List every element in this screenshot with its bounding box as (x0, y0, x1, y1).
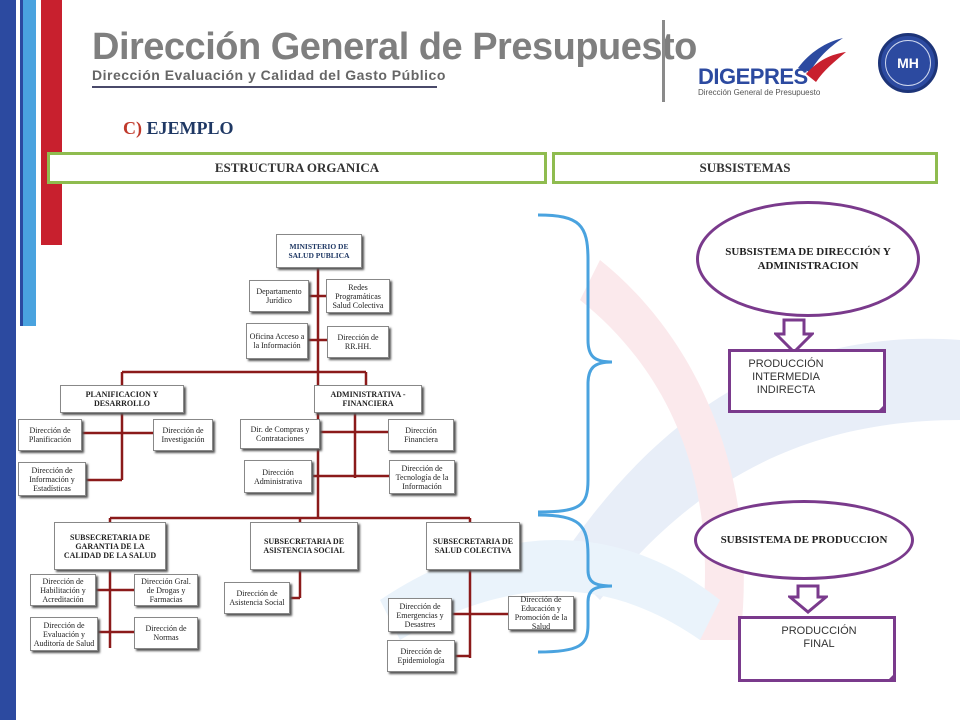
column-header-subsistemas: SUBSISTEMAS (552, 152, 938, 184)
org-box-ministerio: MINISTERIO DE SALUD PUBLICA (276, 234, 362, 268)
stripe-sky (23, 0, 36, 326)
produccion-final: PRODUCCIÓN FINAL (738, 616, 896, 682)
org-box-dir-epidemiologia: Dirección de Epidemiología (387, 640, 455, 672)
page-subtitle: Dirección Evaluación y Calidad del Gasto… (92, 67, 446, 83)
org-box-dir-investigacion: Dirección de Investigación (153, 419, 213, 451)
org-box-dir-habilitacion: Dirección de Habilitación y Acreditación (30, 574, 96, 606)
page-fold-icon (886, 672, 896, 682)
org-box-sub-garantia: SUBSECRETARIA DE GARANTIA DE LA CALIDAD … (54, 522, 166, 570)
digepres-logo-tagline: Dirección General de Presupuesto (698, 88, 821, 97)
digepres-logo: DIGEPRES Dirección General de Presupuest… (698, 30, 848, 100)
section-label: C) EJEMPLO (123, 118, 234, 139)
subtitle-underline (92, 86, 437, 88)
digepres-swoosh-icon (798, 38, 846, 82)
org-box-sub-salud-colectiva: SUBSECRETARIA DE SALUD COLECTIVA (426, 522, 520, 570)
section-title: EJEMPLO (146, 118, 234, 138)
org-box-depto-juridico: Departamento Jurídico (249, 280, 309, 312)
column-header-estructura: ESTRUCTURA ORGANICA (47, 152, 547, 184)
org-box-dir-emergencias: Dirección de Emergencias y Desastres (388, 598, 452, 632)
org-box-dir-asistencia: Dirección de Asistencia Social (224, 582, 290, 614)
down-arrow-icon (788, 584, 828, 614)
subsistema-produccion: SUBSISTEMA DE PRODUCCION (694, 500, 914, 580)
produccion-intermedia-label: PRODUCCIÓN INTERMEDIA INDIRECTA (748, 358, 824, 396)
org-box-dir-tecnologia: Dirección de Tecnología de la Informació… (389, 460, 455, 494)
org-box-sub-asistencia: SUBSECRETARIA DE ASISTENCIA SOCIAL (250, 522, 358, 570)
produccion-final-label: PRODUCCIÓN FINAL (781, 625, 857, 650)
ministry-seal: MH (878, 33, 938, 93)
org-box-planificacion-desarrollo: PLANIFICACION Y DESARROLLO (60, 385, 184, 413)
header-divider (662, 20, 665, 102)
page-title: Dirección General de Presupuesto (92, 26, 697, 68)
down-arrow-icon (774, 318, 814, 354)
org-box-dir-administrativa: Dirección Administrativa (244, 460, 312, 493)
org-box-dir-planificacion: Dirección de Planificación (18, 419, 82, 451)
org-box-dir-normas: Dirección de Normas (134, 617, 198, 649)
subsistema-direccion: SUBSISTEMA DE DIRECCIÓN Y ADMINISTRACION (696, 201, 920, 317)
org-box-rrhh: Dirección de RR.HH. (327, 326, 389, 358)
stripe-blue-1 (0, 0, 16, 720)
org-box-dir-drogas: Dirección Gral. de Drogas y Farmacias (134, 574, 198, 606)
seal-text: MH (897, 55, 919, 71)
org-box-dir-evaluacion: Dirección de Evaluación y Auditoría de S… (30, 617, 98, 651)
org-box-dir-financiera: Dirección Financiera (388, 419, 454, 451)
org-box-dir-informacion: Dirección de Información y Estadísticas (18, 462, 86, 496)
page-fold-icon (876, 403, 886, 413)
digepres-logo-name: DIGEPRES (698, 64, 808, 89)
org-box-dir-educacion: Dirección de Educación y Promoción de la… (508, 595, 574, 631)
produccion-intermedia: PRODUCCIÓN INTERMEDIA INDIRECTA (728, 349, 886, 413)
org-box-oficina-acceso: Oficina Acceso a la Información (246, 323, 308, 359)
section-letter: C) (123, 118, 142, 138)
org-box-dir-compras: Dir. de Compras y Contrataciones (240, 419, 320, 449)
org-box-administrativa-financiera: ADMINISTRATIVA - FINANCIERA (314, 385, 422, 413)
org-box-redes: Redes Programáticas Salud Colectiva (326, 279, 390, 313)
